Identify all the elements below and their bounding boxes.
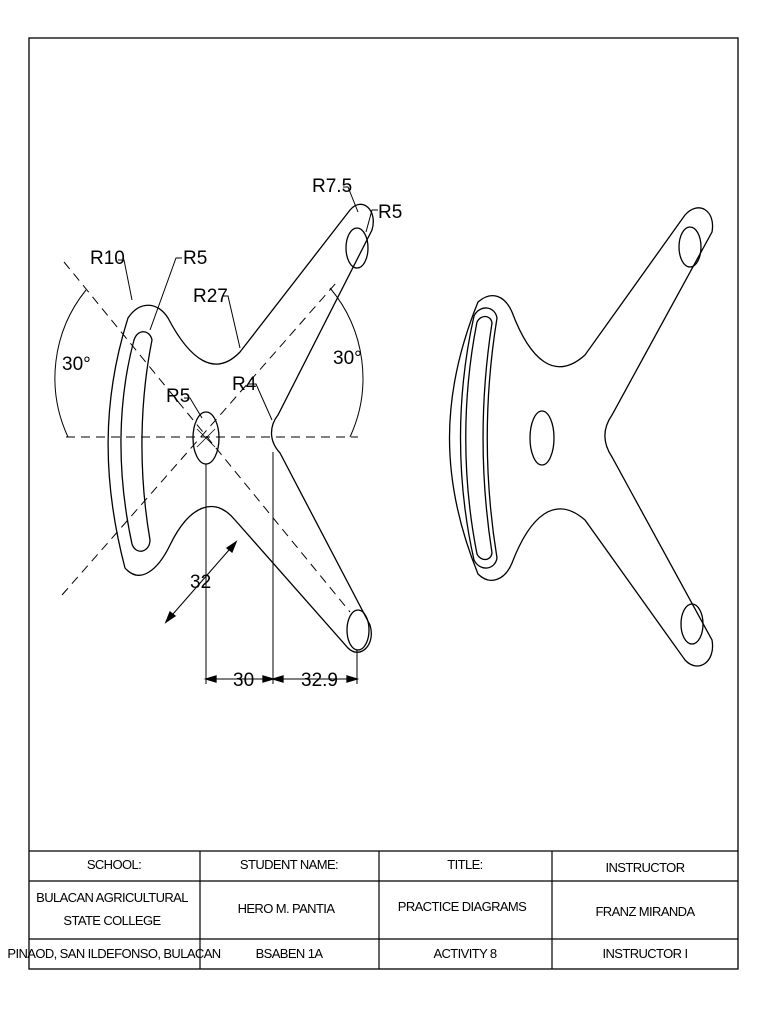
leader-r5-top-right: [365, 209, 378, 233]
school-name-line2: STATE COLLEGE: [63, 913, 161, 928]
finished-bottom-hole: [680, 603, 704, 645]
center-hole-cross-b: [196, 428, 216, 448]
leader-r7-5: [343, 186, 359, 213]
leader-r5-center: [184, 397, 203, 419]
title-header: TITLE:: [447, 857, 482, 872]
label-dimension-30: 30: [233, 670, 254, 691]
finished-slot-outer: [459, 307, 498, 569]
activity-number: ACTIVITY 8: [433, 946, 496, 961]
angle-arc-left: [54, 289, 87, 438]
bottom-arm-hole: [346, 609, 370, 651]
label-r4: R4: [232, 374, 257, 395]
finished-view: [448, 207, 714, 667]
label-dimension-32: 32: [190, 572, 211, 593]
title-block: [29, 850, 738, 969]
label-angle-right: 30°: [333, 348, 362, 369]
label-dimension-32-9: 32.9: [301, 670, 338, 691]
instructor-rank: INSTRUCTOR I: [602, 946, 687, 961]
top-arm-hole: [345, 227, 369, 269]
curved-slot: [120, 331, 153, 552]
arrow: [262, 675, 276, 683]
label-r27: R27: [193, 286, 228, 307]
label-r7-5: R7.5: [312, 176, 352, 197]
dimension-line-32: [165, 541, 237, 623]
label-angle-left: 30°: [62, 354, 91, 375]
leader-r10: [118, 259, 133, 301]
dimension-labels: R10 R5 R27 R7.5 R5 R5 R4 30° 30° 32 30 3…: [62, 176, 402, 691]
student-name: HERO M. PANTIA: [238, 901, 336, 916]
finished-slot-inner: [465, 315, 493, 561]
label-r5-top-right: R5: [378, 202, 402, 223]
label-r10: R10: [90, 248, 125, 269]
center-lines: [61, 261, 358, 613]
part-outline: [107, 203, 374, 653]
title-block-text: SCHOOL: STUDENT NAME: TITLE: INSTRUCTOR …: [7, 857, 696, 961]
finished-part-outline: [448, 207, 714, 667]
leader-r5-top-left: [149, 257, 182, 331]
drawing-title: PRACTICE DIAGRAMS: [398, 899, 527, 914]
arrow: [225, 540, 238, 554]
arrow: [270, 675, 284, 683]
leader-r27: [222, 295, 241, 349]
leader-r4: [248, 383, 273, 421]
school-name-line1: BULACAN AGRICULTURAL: [36, 890, 188, 905]
arrow: [203, 675, 217, 683]
dimensioned-view: [54, 186, 378, 684]
instructor-header: INSTRUCTOR: [606, 860, 685, 875]
student-section: BSABEN 1A: [256, 946, 324, 961]
school-address: PINAOD, SAN ILDEFONSO, BULACAN: [7, 946, 220, 961]
instructor-name: FRANZ MIRANDA: [595, 904, 695, 919]
label-r5-center: R5: [166, 386, 190, 407]
sheet-border: [28, 37, 739, 970]
arrow: [164, 610, 177, 624]
school-header: SCHOOL:: [87, 857, 141, 872]
finished-center-hole: [529, 410, 555, 466]
diagonal-center-line-upper: [61, 282, 337, 596]
angle-arc-right: [329, 287, 364, 438]
finished-top-hole: [678, 226, 702, 268]
label-r5-top-left: R5: [183, 248, 207, 269]
arrow: [346, 675, 360, 683]
student-name-header: STUDENT NAME:: [240, 857, 338, 872]
